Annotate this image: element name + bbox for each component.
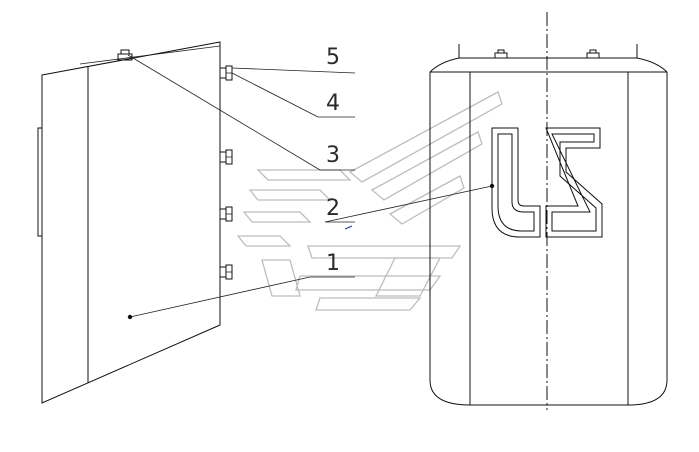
callout-number: 2: [326, 196, 340, 221]
side-fasteners: [219, 65, 233, 280]
leader-lines: [127, 54, 495, 320]
door-panel-side-view: [37, 41, 221, 404]
watermark-logo: [236, 91, 503, 311]
callout-labels: 5 4 3 2 1: [326, 45, 340, 276]
callout-number: 1: [326, 251, 340, 276]
callout-number: 4: [326, 91, 340, 116]
bolt-4: [219, 264, 233, 280]
lg-logo-outline: [491, 127, 603, 238]
bolt-1: [219, 65, 233, 81]
callout-number: 3: [326, 143, 340, 168]
bolt-2: [219, 149, 233, 165]
bolt-3: [219, 206, 233, 222]
cover-front-view: [429, 12, 668, 410]
callout-number: 5: [326, 45, 340, 70]
